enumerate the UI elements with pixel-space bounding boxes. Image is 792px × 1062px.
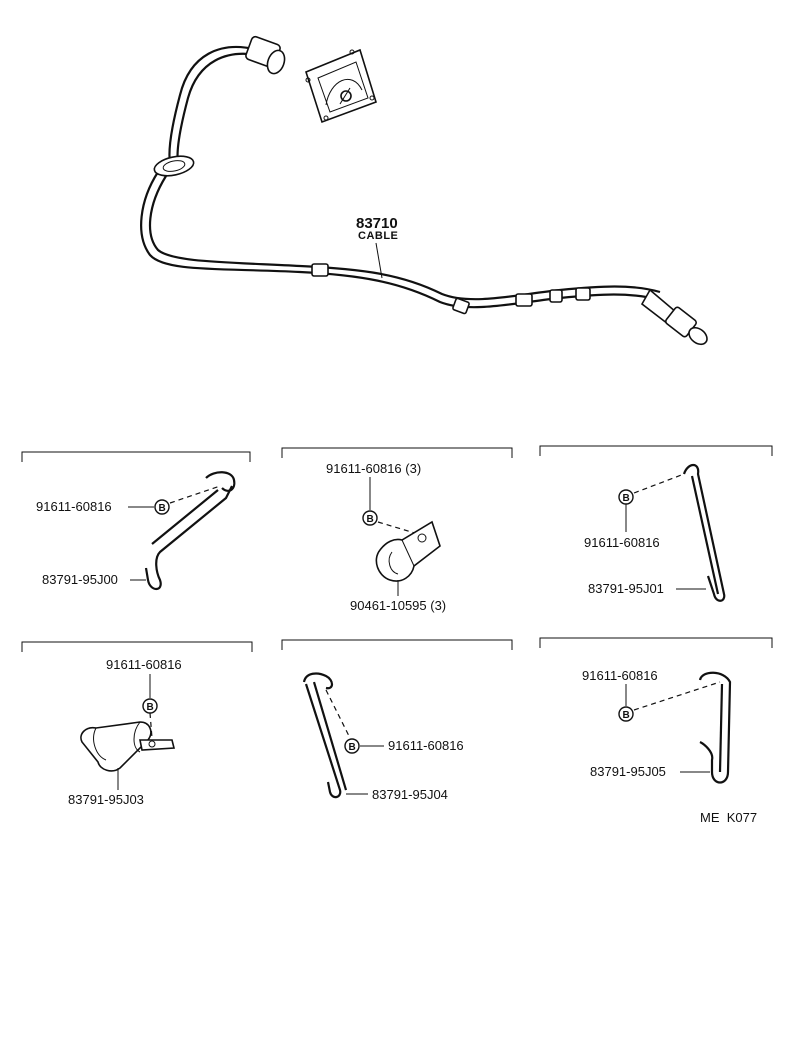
svg-text:B: B bbox=[623, 493, 630, 504]
clamp-part-label: 83791-95J00 bbox=[42, 572, 118, 587]
cable-callout: 83710 CABLE bbox=[356, 215, 398, 279]
clip-90461 bbox=[375, 520, 441, 582]
cable-grommet bbox=[153, 155, 195, 177]
clamp-83791-95J03 bbox=[80, 721, 176, 772]
bolt-part-label: 91611-60816 (3) bbox=[326, 461, 421, 476]
svg-text:B: B bbox=[147, 702, 154, 713]
speedometer-plate bbox=[305, 48, 377, 124]
svg-text:B: B bbox=[623, 710, 630, 721]
svg-text:B: B bbox=[367, 514, 374, 525]
bolt-b-icon: B bbox=[362, 510, 378, 526]
bolt-b-icon: B bbox=[618, 489, 634, 505]
transmission-end-connector bbox=[640, 288, 708, 346]
speedometer-cable bbox=[140, 45, 661, 309]
bolt-b-icon: B bbox=[618, 706, 634, 722]
panel-90461-10595: 91611-60816 (3) B 90461-10595 (3) bbox=[326, 461, 446, 613]
clamp-part-label: 83791-95J04 bbox=[372, 787, 448, 802]
cable-part-number: 83710 bbox=[356, 215, 398, 232]
svg-text:B: B bbox=[159, 503, 166, 514]
clamp-part-label: 83791-95J03 bbox=[68, 792, 144, 807]
panel-83791-95J00: 91611-60816 B 83791-95J00 bbox=[36, 471, 236, 591]
cable-sleeves bbox=[311, 263, 591, 315]
clamp-part-label: 83791-95J05 bbox=[590, 764, 666, 779]
diagram-code: ME K077 bbox=[700, 810, 757, 825]
bolt-part-label: 91611-60816 bbox=[584, 535, 660, 550]
clamp-part-label: 83791-95J01 bbox=[588, 581, 664, 596]
svg-text:B: B bbox=[349, 742, 356, 753]
clamp-part-label: 90461-10595 (3) bbox=[350, 598, 446, 613]
panel-brackets bbox=[21, 445, 773, 652]
bolt-b-icon: B bbox=[154, 499, 170, 515]
bolt-part-label: 91611-60816 bbox=[106, 657, 182, 672]
meter-side-connector bbox=[245, 35, 286, 75]
bolt-part-label: 91611-60816 bbox=[582, 668, 658, 683]
bolt-part-label: 91611-60816 bbox=[36, 499, 112, 514]
panel-83791-95J05: 91611-60816 B 83791-95J05 bbox=[582, 668, 732, 784]
panel-83791-95J04: B 91611-60816 83791-95J04 bbox=[302, 672, 464, 802]
bolt-b-icon: B bbox=[142, 698, 158, 714]
bolt-part-label: 91611-60816 bbox=[388, 738, 464, 753]
bolt-b-icon: B bbox=[344, 738, 360, 754]
panel-83791-95J01: B 91611-60816 83791-95J01 bbox=[584, 463, 726, 602]
cable-name: CABLE bbox=[358, 230, 398, 242]
panel-83791-95J03: 91611-60816 B 83791-95J03 bbox=[68, 657, 182, 807]
